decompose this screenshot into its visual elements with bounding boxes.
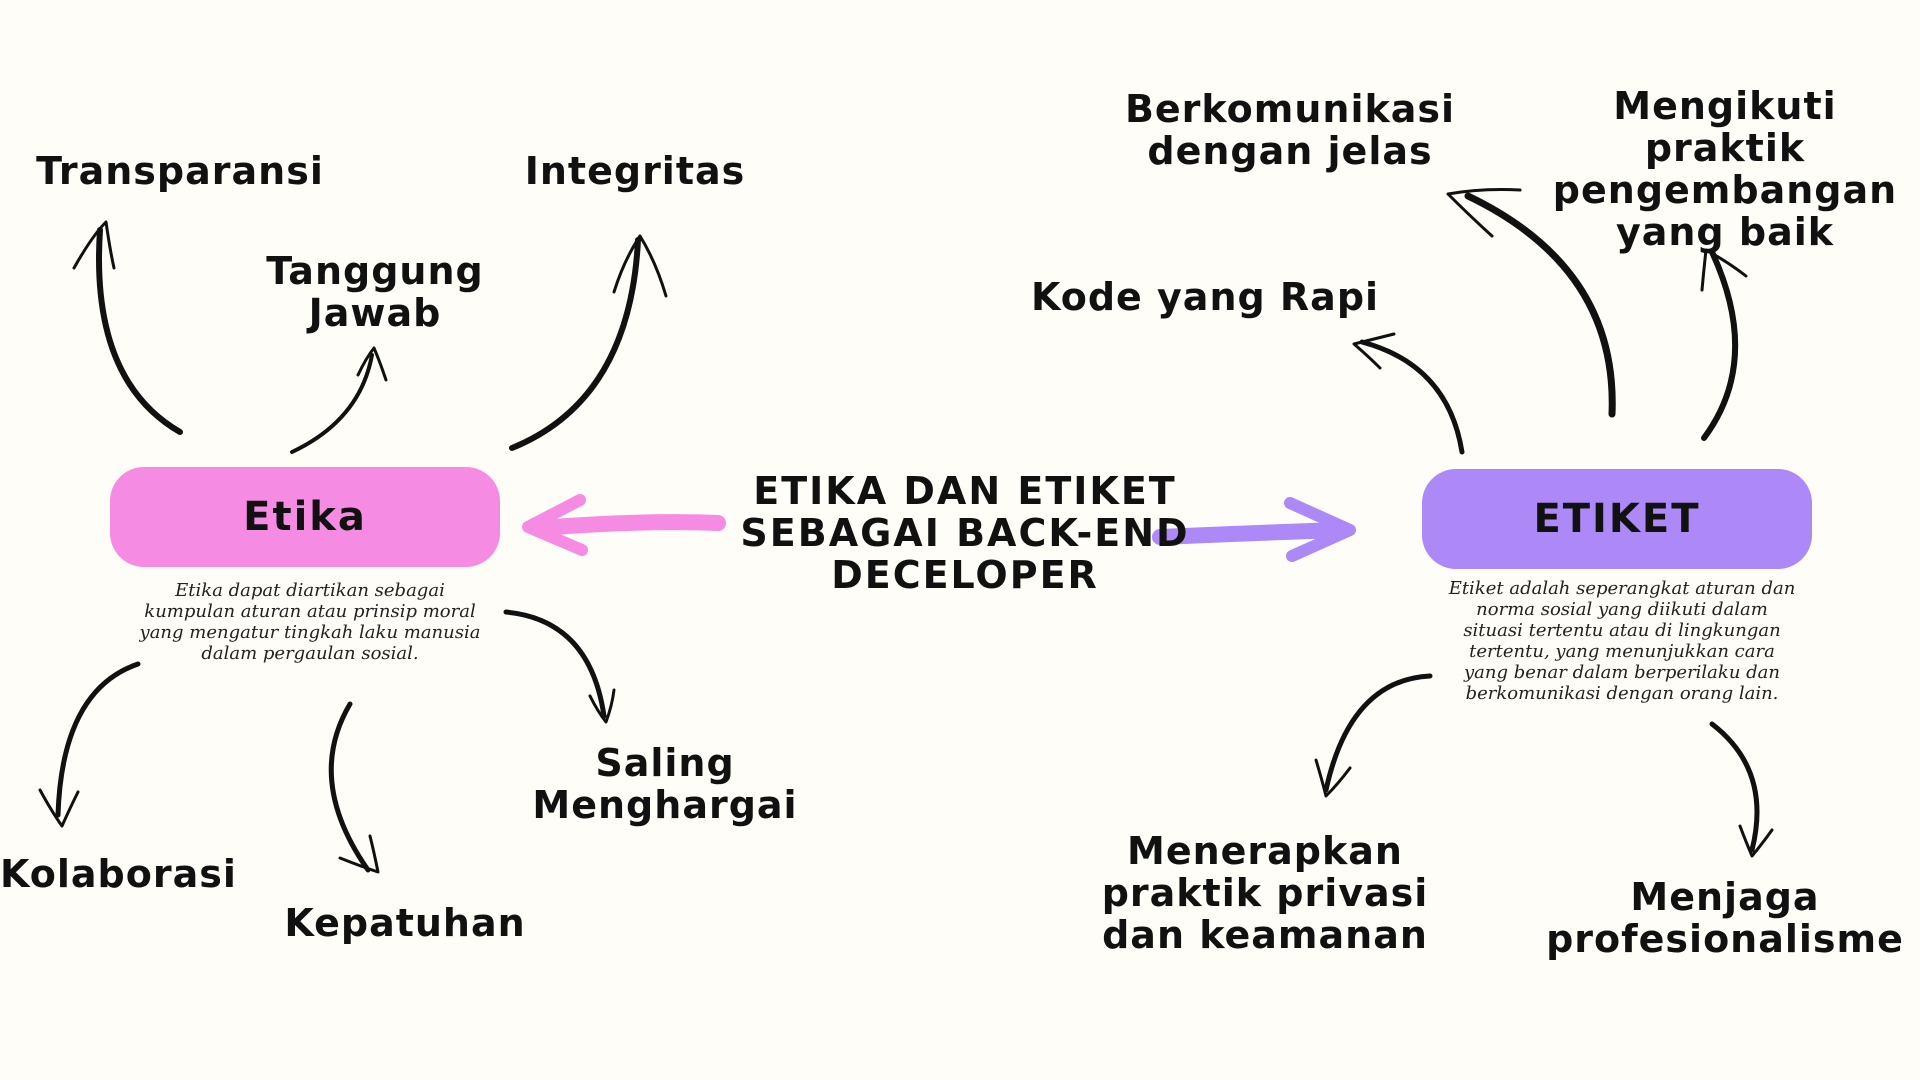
branch-transparansi: Transparansi xyxy=(36,149,324,193)
branch-kode-yang-rapi: Kode yang Rapi xyxy=(1030,275,1380,319)
etika-label: Etika xyxy=(243,494,367,540)
branch-berkomunikasi: Berkomunikasi dengan jelas xyxy=(1124,87,1456,173)
branch-integritas: Integritas xyxy=(524,149,746,193)
arrow-menjaga xyxy=(1709,721,1774,858)
branch-tanggung-jawab: Tanggung Jawab xyxy=(266,249,484,335)
arrow-tanggung-jawab xyxy=(290,346,388,454)
etika-description: Etika dapat diartikan sebagai kumpulan a… xyxy=(139,580,481,664)
branch-mengikuti-praktik: Mengikuti praktik pengembangan yang baik xyxy=(1552,84,1898,254)
branch-menerapkan: Menerapkan praktik privasi dan keamanan xyxy=(1101,829,1429,957)
arrow-kolaborasi xyxy=(38,661,141,828)
arrow-berkomunikasi xyxy=(1446,188,1616,418)
etika-node: Etika xyxy=(110,467,500,567)
branch-saling-menghargai: Saling Menghargai xyxy=(532,741,798,827)
arrow-kepatuhan xyxy=(328,701,380,874)
arrow-saling-menghargai xyxy=(503,609,616,724)
branch-kepatuhan: Kepatuhan xyxy=(284,901,526,945)
arrow-to-etiket xyxy=(1152,497,1356,562)
arrow-kode-yang-rapi xyxy=(1352,332,1465,455)
arrow-transparansi xyxy=(72,220,183,435)
diagram-title: ETIKA DAN ETIKET SEBAGAI BACK-END DECELO… xyxy=(740,469,1190,597)
arrow-integritas xyxy=(509,234,668,451)
arrow-to-etika xyxy=(522,494,726,556)
etiket-label: ETIKET xyxy=(1533,496,1701,542)
branch-menjaga: Menjaga profesionalisme xyxy=(1546,875,1904,961)
branch-kolaborasi: Kolaborasi xyxy=(0,852,237,896)
etiket-description: Etiket adalah seperangkat aturan dan nor… xyxy=(1448,578,1796,704)
arrow-menerapkan xyxy=(1314,673,1433,798)
arrow-mengikuti-praktik xyxy=(1700,248,1748,441)
etiket-node: ETIKET xyxy=(1422,469,1812,569)
